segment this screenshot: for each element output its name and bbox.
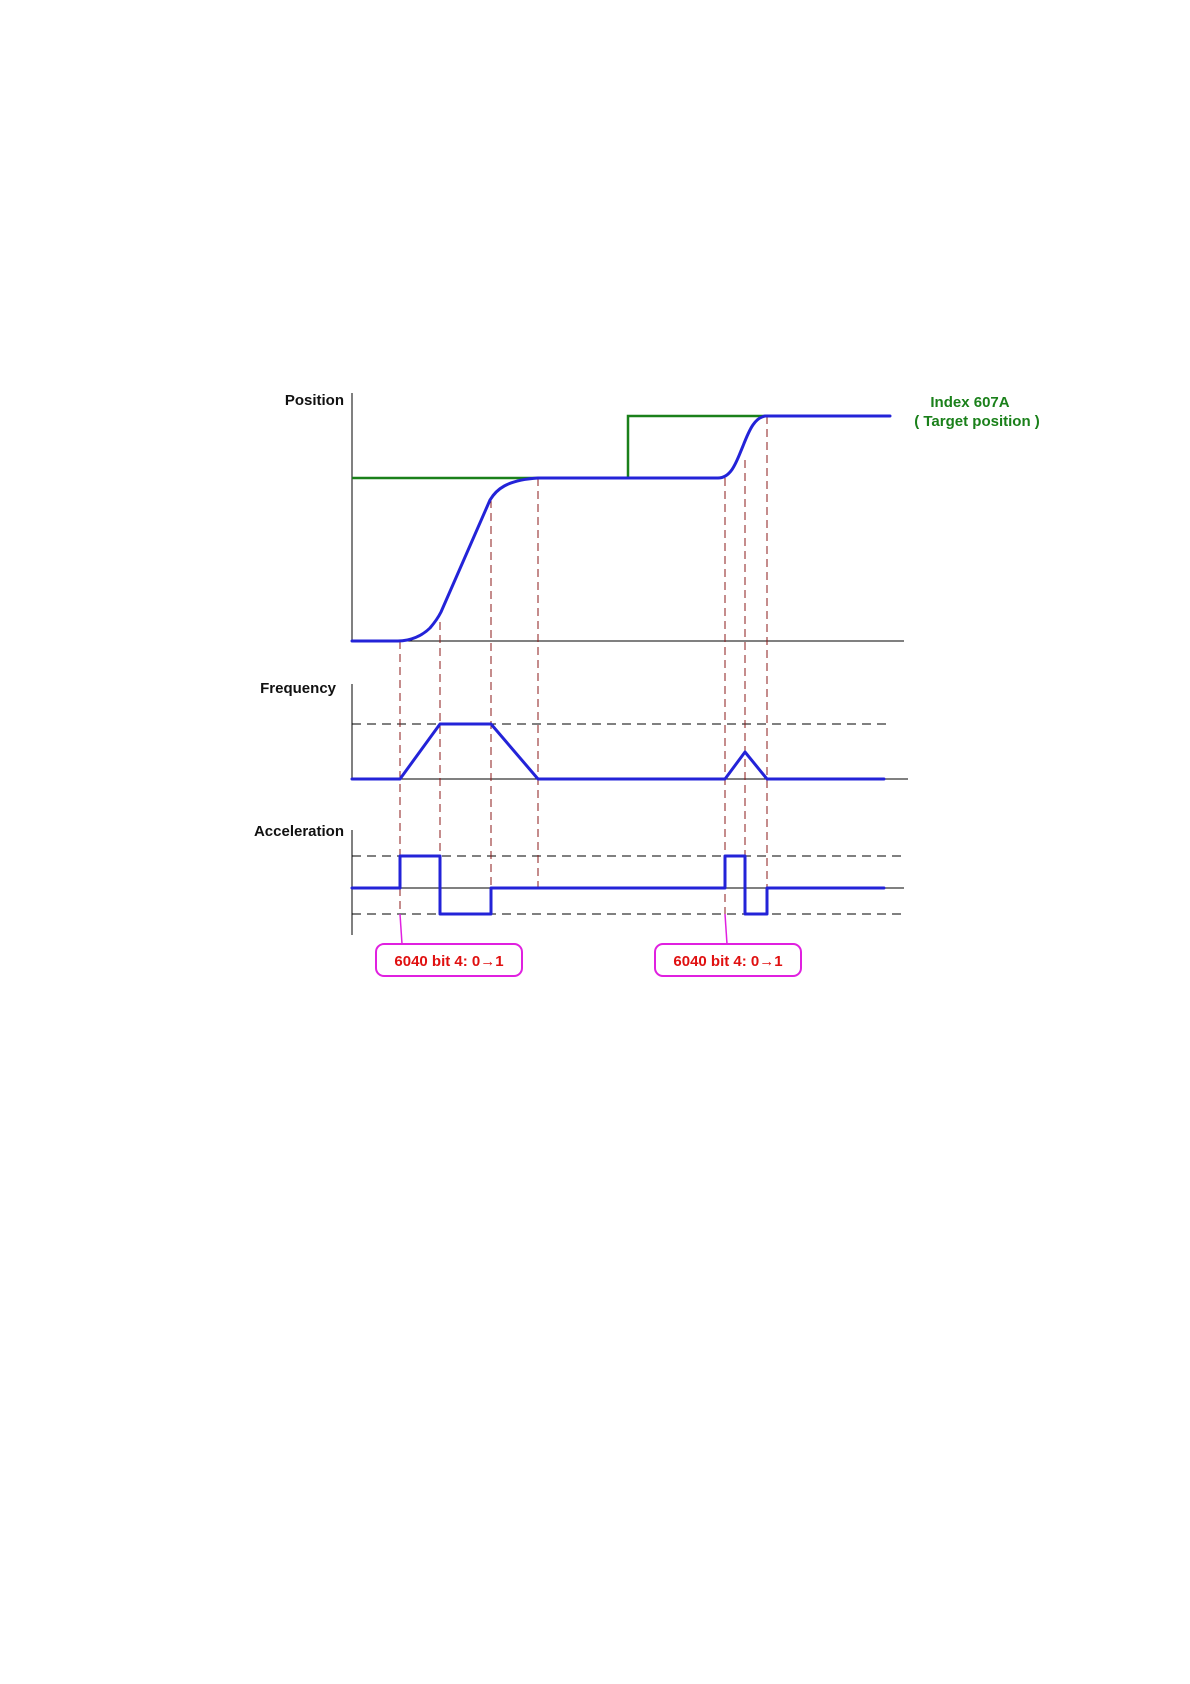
frequency-axis-label: Frequency [260,680,337,697]
note-2-pointer [725,914,727,944]
target-position-index-label: Index 607A [930,394,1009,411]
frequency-profile-curve [352,724,884,779]
actual-position-curve [352,416,890,641]
target-position-description: ( Target position ) [914,413,1040,430]
position-axis-label: Position [285,392,344,409]
controlword-note-2: 6040 bit 4: 0→1 [655,914,801,976]
timing-guides [400,416,767,914]
controlword-note-1: 6040 bit 4: 0→1 [376,914,522,976]
target-position-command-line [352,416,890,478]
note-1-text: 6040 bit 4: 0→1 [394,953,503,970]
note-1-pointer [400,914,402,944]
acceleration-axis-label: Acceleration [254,823,344,840]
note-2-text: 6040 bit 4: 0→1 [673,953,782,970]
acceleration-profile-curve [352,856,884,914]
acceleration-axes [352,830,904,935]
